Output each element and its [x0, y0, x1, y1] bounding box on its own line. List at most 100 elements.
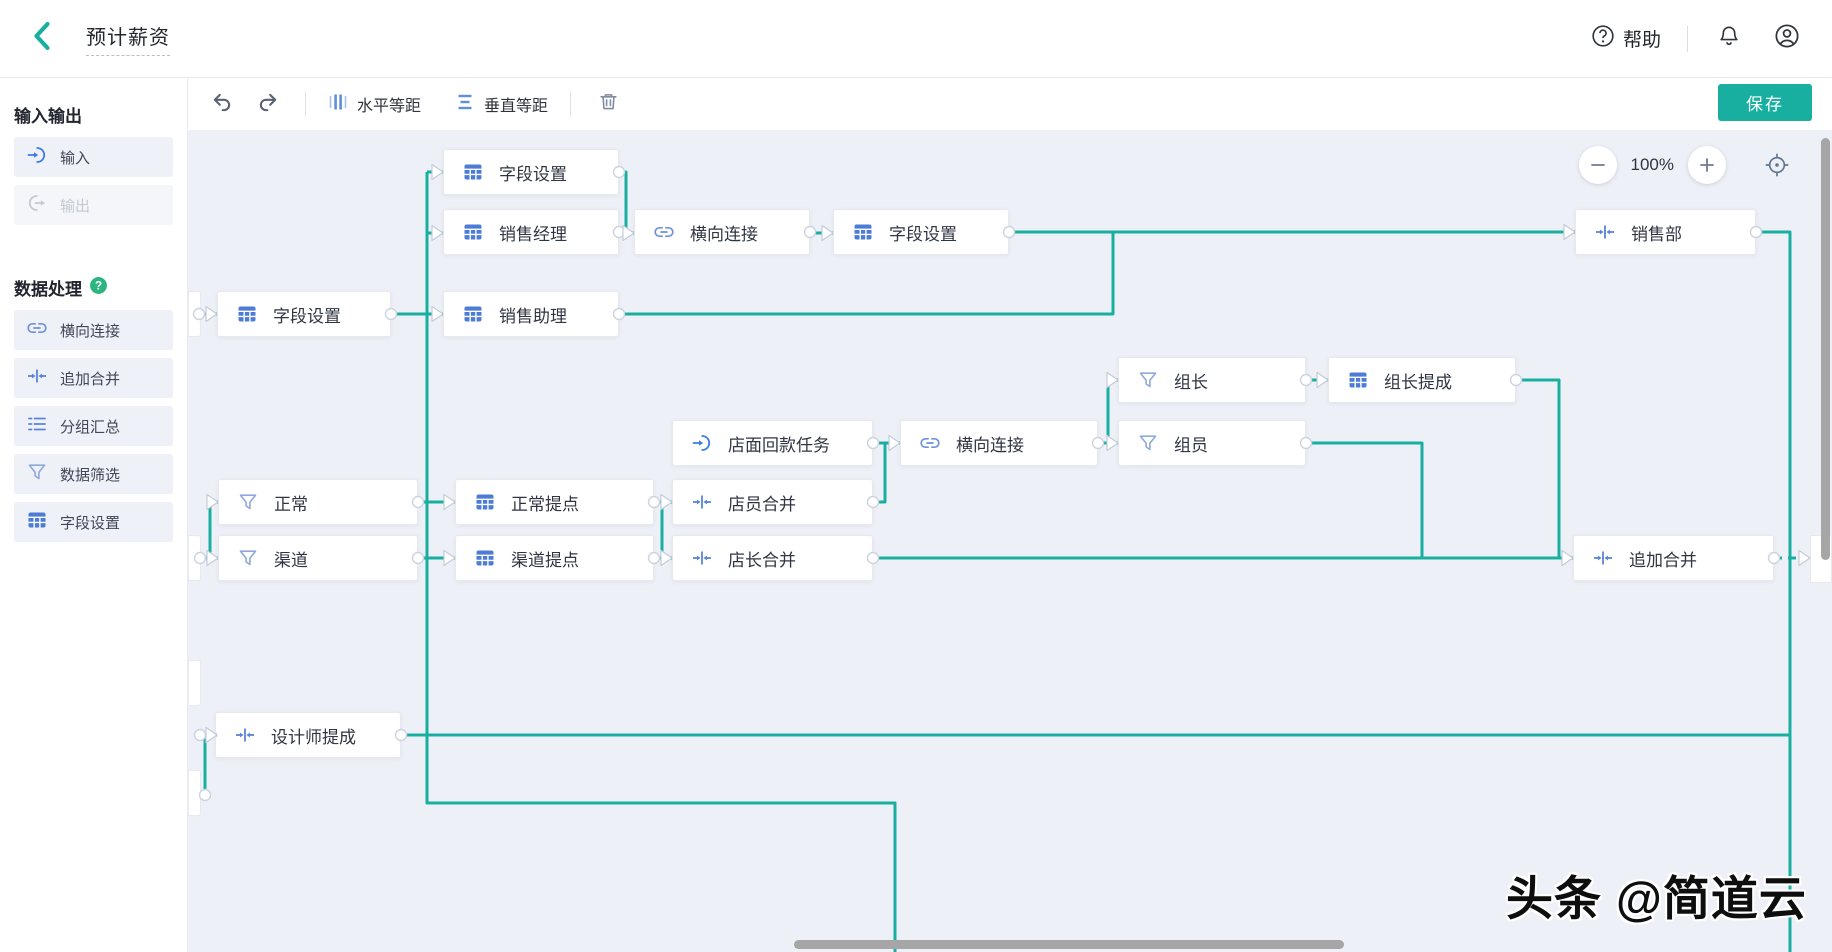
input-arrow — [431, 305, 444, 323]
node-normal-points[interactable]: 正常提点 — [455, 479, 654, 525]
node-channel[interactable]: 渠道 — [218, 535, 418, 581]
help-button[interactable]: 帮助 — [1591, 24, 1661, 53]
node-horizontal-join-2[interactable]: 横向连接 — [900, 420, 1098, 466]
sidebar-item-group-summary[interactable]: 分组汇总 — [14, 406, 173, 446]
save-button[interactable]: 保存 — [1718, 84, 1812, 121]
sidebar-section-process-title: 数据处理 ? — [14, 275, 187, 300]
node-label: 销售部 — [1631, 224, 1682, 244]
node-clipped-left-1[interactable] — [188, 291, 201, 337]
zoom-out-button[interactable] — [1578, 146, 1617, 184]
zoom-in-button[interactable] — [1688, 146, 1726, 184]
sidebar-item-label: 输出 — [60, 197, 91, 215]
input-arrow — [660, 493, 673, 511]
page-title[interactable]: 预计薪资 — [86, 21, 170, 56]
horizontal-scrollbar-thumb[interactable] — [794, 940, 1344, 949]
merge-icon — [692, 492, 712, 512]
node-sales-manager[interactable]: 销售经理 — [443, 209, 619, 255]
sidebar-item-append-merge[interactable]: 追加合并 — [14, 358, 173, 398]
node-clipped-left-3[interactable] — [188, 660, 201, 706]
svg-text:?: ? — [95, 279, 102, 292]
node-append-merge[interactable]: 追加合并 — [1573, 535, 1774, 581]
flow-canvas[interactable]: 100% 头条 @简道云 字段设置销售经理横向连接字段设置销售部字段设置销售助理… — [188, 131, 1832, 952]
node-sales-dept[interactable]: 销售部 — [1575, 209, 1756, 255]
merge-icon — [692, 548, 712, 568]
vertical-spacing-icon — [455, 92, 475, 117]
toolbar: 水平等距 垂直等距 保存 — [189, 78, 1832, 131]
header-divider — [1687, 25, 1688, 52]
input-arrow — [431, 224, 444, 242]
locate-button[interactable] — [1764, 152, 1790, 178]
node-group-member[interactable]: 组员 — [1118, 420, 1306, 466]
node-label: 组员 — [1174, 435, 1208, 455]
input-arrow — [1106, 371, 1119, 389]
sidebar-item-field-settings[interactable]: 字段设置 — [14, 502, 173, 542]
flow-edge — [619, 170, 628, 233]
node-label: 店长合并 — [728, 550, 796, 570]
input-arrow — [443, 493, 456, 511]
input-arrow — [443, 549, 456, 567]
node-leader-commission[interactable]: 组长提成 — [1328, 357, 1516, 403]
input-arrow — [1561, 549, 1574, 567]
avatar-icon — [1774, 23, 1800, 54]
node-group-leader[interactable]: 组长 — [1118, 357, 1306, 403]
delete-button[interactable] — [593, 89, 623, 119]
sidebar-item-horizontal-join[interactable]: 横向连接 — [14, 310, 173, 350]
sidebar-item-input[interactable]: 输入 — [14, 137, 173, 177]
node-label: 字段设置 — [499, 164, 567, 184]
node-label: 组长 — [1174, 372, 1208, 392]
output-icon — [27, 193, 47, 217]
sidebar-section-io-title: 输入输出 — [14, 107, 82, 126]
node-field-settings-2[interactable]: 字段设置 — [833, 209, 1009, 255]
sidebar-item-data-filter[interactable]: 数据筛选 — [14, 454, 173, 494]
node-field-settings-top[interactable]: 字段设置 — [443, 149, 619, 195]
node-label: 设计师提成 — [271, 727, 356, 747]
sidebar-item-output: 输出 — [14, 185, 173, 225]
header: 预计薪资 帮助 — [0, 0, 1832, 78]
vertical-spacing-button[interactable]: 垂直等距 — [455, 92, 548, 117]
node-channel-points[interactable]: 渠道提点 — [455, 535, 654, 581]
node-store-payment-task[interactable]: 店面回款任务 — [672, 420, 873, 466]
flow-edge — [1517, 378, 1561, 558]
node-designer-commission[interactable]: 设计师提成 — [215, 712, 401, 758]
flow-edge — [1098, 378, 1118, 445]
merge-icon — [27, 366, 47, 390]
sidebar-io-items: 输入输出 — [0, 137, 187, 225]
input-arrow — [205, 305, 218, 323]
node-field-settings-left[interactable]: 字段设置 — [217, 291, 391, 337]
input-arrow — [1106, 434, 1119, 452]
node-manager-merge[interactable]: 店长合并 — [672, 535, 873, 581]
node-sales-assistant[interactable]: 销售助理 — [443, 291, 619, 337]
node-label: 正常提点 — [511, 494, 579, 514]
node-clipped-left-4[interactable] — [188, 770, 201, 816]
merge-icon — [1593, 548, 1613, 568]
trash-icon — [598, 91, 619, 117]
back-chevron-icon — [30, 20, 54, 57]
node-clerk-merge[interactable]: 店员合并 — [672, 479, 873, 525]
group-icon — [27, 414, 47, 438]
node-label: 横向连接 — [956, 435, 1024, 455]
funnel-icon — [238, 492, 258, 512]
output-port — [198, 788, 212, 802]
horizontal-spacing-button[interactable]: 水平等距 — [328, 92, 421, 117]
sidebar-item-label: 输入 — [60, 149, 91, 167]
table-icon — [27, 510, 47, 534]
flow-edge — [1307, 441, 1424, 558]
notifications-button[interactable] — [1714, 24, 1744, 54]
process-help-icon[interactable]: ? — [89, 276, 108, 300]
merge-icon — [1595, 222, 1615, 242]
link-icon — [27, 318, 47, 342]
flow-edge — [200, 500, 218, 560]
node-label: 店员合并 — [728, 494, 796, 514]
redo-button[interactable] — [253, 89, 283, 119]
input-arrow — [1798, 549, 1811, 567]
node-label: 横向连接 — [690, 224, 758, 244]
node-clipped-left-2[interactable] — [188, 535, 201, 581]
node-horizontal-join-1[interactable]: 横向连接 — [634, 209, 810, 255]
avatar-button[interactable] — [1772, 24, 1802, 54]
undo-button[interactable] — [207, 89, 237, 119]
node-normal[interactable]: 正常 — [218, 479, 418, 525]
table-icon — [463, 304, 483, 324]
vertical-scrollbar-thumb[interactable] — [1821, 138, 1830, 560]
back-button[interactable] — [30, 19, 64, 59]
node-label: 销售助理 — [499, 306, 567, 326]
